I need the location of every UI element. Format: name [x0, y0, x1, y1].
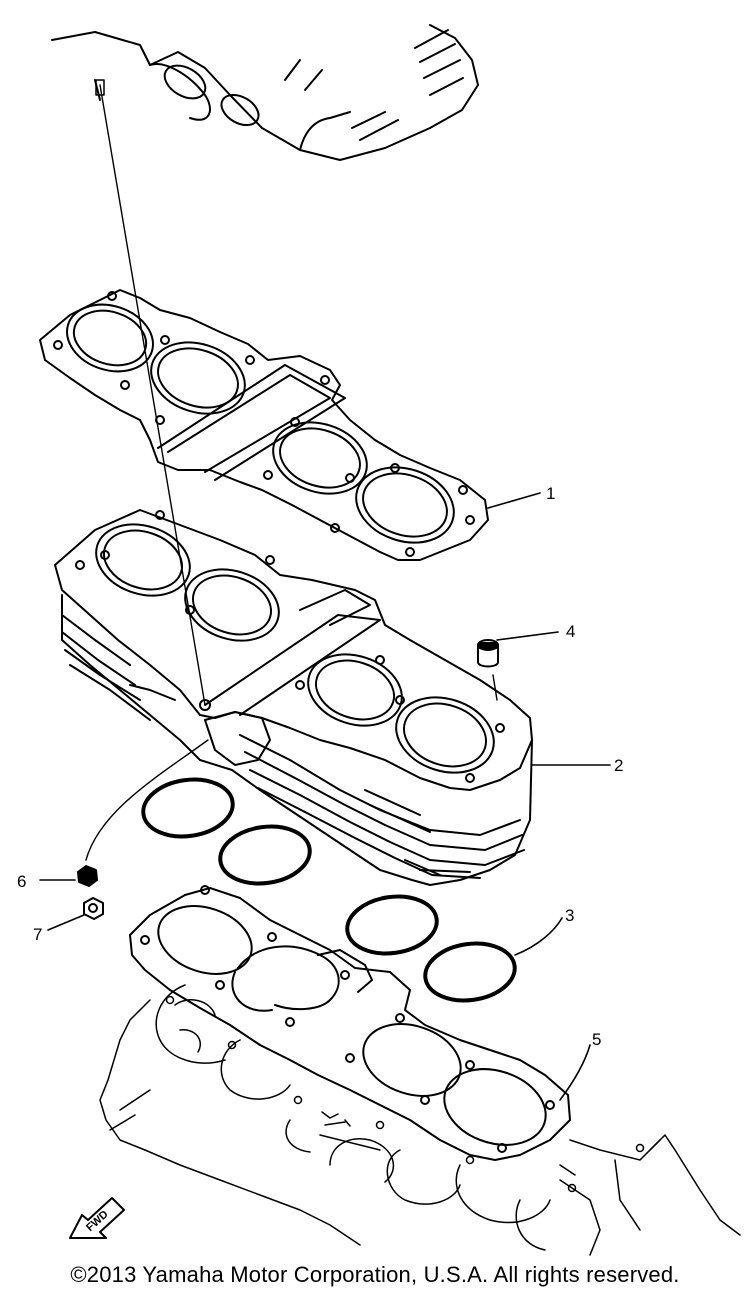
cylinder-block	[54, 509, 611, 886]
dowel-pin	[477, 631, 559, 701]
cylinder-head-outline	[51, 24, 479, 161]
crankcase-outline	[99, 984, 741, 1256]
o-rings	[141, 777, 563, 1003]
copyright-notice: ©2013 Yamaha Motor Corporation, U.S.A. A…	[70, 1262, 680, 1287]
cylinder-head-gasket	[39, 289, 541, 561]
callout-2-cylinder: 2	[614, 756, 623, 775]
forward-arrow-marker: FWD	[69, 1197, 125, 1239]
nuts	[39, 739, 209, 931]
callout-1-head-gasket: 1	[546, 484, 555, 503]
stud-guide-line	[99, 84, 206, 706]
callout-4-dowel-pin: 4	[566, 622, 575, 641]
callout-5-base-gasket: 5	[592, 1030, 601, 1049]
forward-marker-label: FWD	[84, 1208, 111, 1234]
callout-7-nut: 7	[33, 925, 42, 944]
callout-3-o-ring: 3	[565, 906, 574, 925]
callout-6-nut: 6	[17, 872, 26, 891]
cylinder-base-gasket	[129, 885, 591, 1161]
